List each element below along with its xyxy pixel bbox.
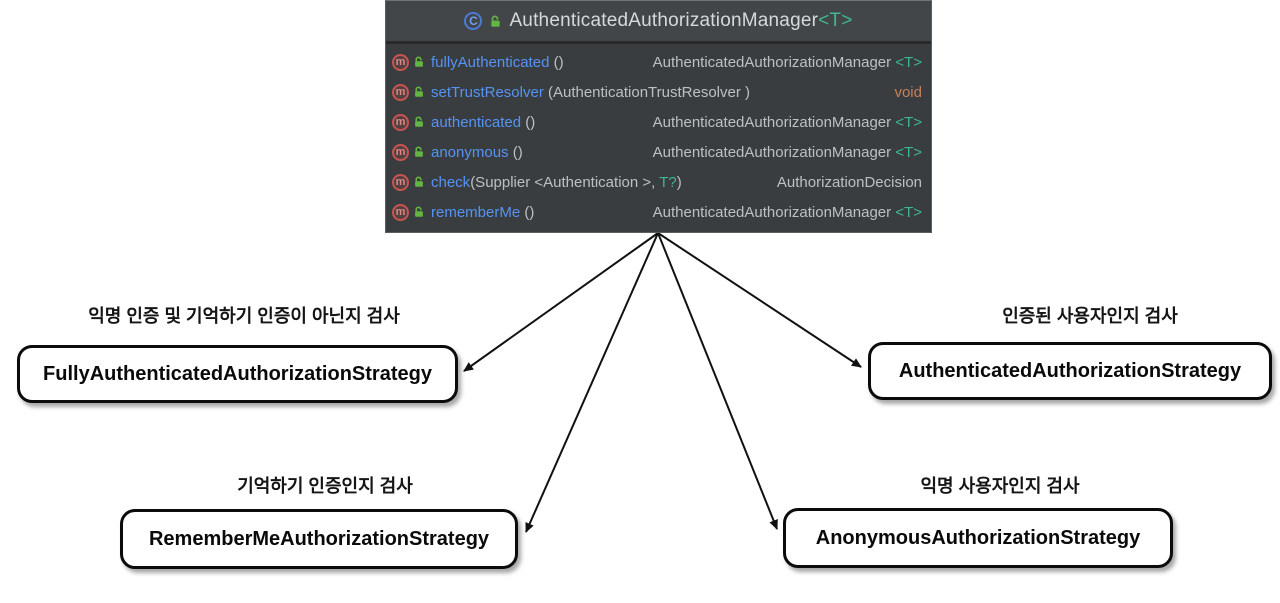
class-icon: C bbox=[464, 12, 483, 30]
row-rememberMe[interactable]: m rememberMe () AuthenticatedAuthorizati… bbox=[386, 197, 931, 227]
row-anonymous[interactable]: m anonymous () AuthenticatedAuthorizatio… bbox=[386, 137, 931, 167]
return-type: AuthenticatedAuthorizationManager <T> bbox=[652, 53, 922, 71]
method-signature: setTrustResolver (AuthenticationTrustRes… bbox=[431, 83, 751, 101]
return-type: void bbox=[894, 83, 922, 101]
arrow-to-rememberme-strategy bbox=[525, 232, 659, 533]
method-signature: fullyAuthenticated () bbox=[431, 53, 564, 71]
unlock-icon bbox=[413, 116, 425, 128]
return-type: AuthenticatedAuthorizationManager <T> bbox=[652, 113, 922, 131]
note-fully-authenticated: 익명 인증 및 기억하기 인증이 아닌지 검사 bbox=[88, 306, 400, 326]
strategy-class-name: AnonymousAuthorizationStrategy bbox=[815, 526, 1141, 549]
arrow-to-authenticated-strategy bbox=[657, 232, 862, 368]
row-fullyAuthenticated[interactable]: m fullyAuthenticated () AuthenticatedAut… bbox=[386, 47, 931, 77]
method-signature: anonymous () bbox=[431, 143, 523, 161]
row-check[interactable]: m check(Supplier <Authentication >, T?) … bbox=[386, 167, 931, 197]
note-authenticated: 인증된 사용자인지 검사 bbox=[1002, 306, 1178, 326]
method-icon: m bbox=[392, 203, 409, 221]
method-icon: m bbox=[392, 143, 409, 161]
strategy-box-rememberme: RememberMeAuthorizationStrategy bbox=[120, 509, 518, 569]
row-authenticated[interactable]: m authenticated () AuthenticatedAuthoriz… bbox=[386, 107, 931, 137]
method-icon: m bbox=[392, 113, 409, 131]
method-signature: authenticated () bbox=[431, 113, 536, 131]
arrow-to-fully-authenticated-strategy bbox=[463, 232, 659, 372]
method-icon: m bbox=[392, 83, 409, 101]
unlock-icon bbox=[413, 146, 425, 158]
unlock-icon bbox=[413, 206, 425, 218]
unlock-icon bbox=[413, 56, 425, 68]
generic-type: <T> bbox=[818, 10, 853, 31]
method-icon: m bbox=[392, 173, 409, 191]
strategy-class-name: AuthenticatedAuthorizationStrategy bbox=[898, 359, 1242, 382]
return-type: AuthorizationDecision bbox=[776, 173, 922, 191]
row-setTrustResolver[interactable]: m setTrustResolver (AuthenticationTrustR… bbox=[386, 77, 931, 107]
strategy-class-name: FullyAuthenticatedAuthorizationStrategy bbox=[43, 362, 432, 385]
unlock-icon bbox=[489, 15, 502, 28]
method-signature: rememberMe () bbox=[431, 203, 535, 221]
strategy-box-anonymous: AnonymousAuthorizationStrategy bbox=[783, 508, 1173, 568]
unlock-icon bbox=[413, 86, 425, 98]
method-icon: m bbox=[392, 53, 409, 71]
strategy-box-fully-authenticated: FullyAuthenticatedAuthorizationStrategy bbox=[17, 345, 458, 403]
strategy-box-authenticated: AuthenticatedAuthorizationStrategy bbox=[868, 342, 1272, 400]
panel-title: AuthenticatedAuthorizationManager<T> bbox=[509, 10, 853, 31]
arrow-to-anonymous-strategy bbox=[657, 232, 778, 530]
note-anonymous: 익명 사용자인지 검사 bbox=[920, 476, 1080, 496]
strategy-class-name: RememberMeAuthorizationStrategy bbox=[148, 527, 490, 550]
class-structure-panel: C AuthenticatedAuthorizationManager<T> m… bbox=[385, 0, 932, 233]
panel-header: C AuthenticatedAuthorizationManager<T> bbox=[386, 1, 931, 44]
return-type: AuthenticatedAuthorizationManager <T> bbox=[652, 143, 922, 161]
method-signature: check(Supplier <Authentication >, T?) bbox=[431, 173, 682, 191]
return-type: AuthenticatedAuthorizationManager <T> bbox=[652, 203, 922, 221]
method-list: m fullyAuthenticated () AuthenticatedAut… bbox=[386, 44, 931, 227]
note-rememberme: 기억하기 인증인지 검사 bbox=[237, 476, 413, 496]
unlock-icon bbox=[413, 176, 425, 188]
